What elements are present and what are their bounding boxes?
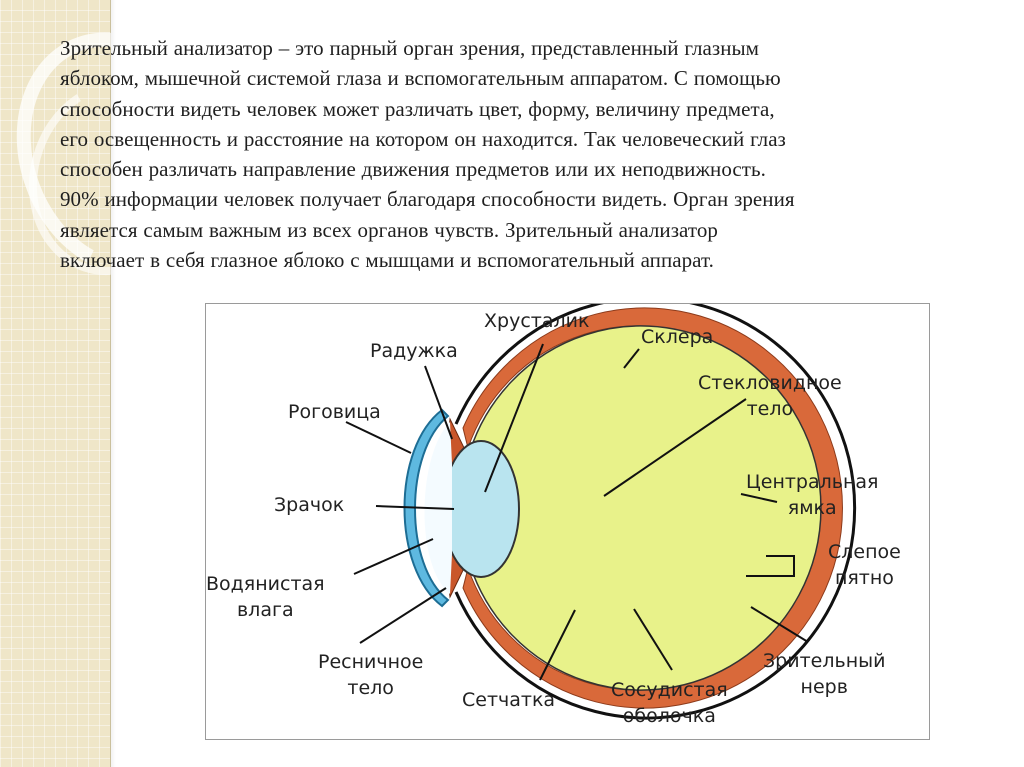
label-vitreous-body: Стекловидное тело: [698, 370, 842, 422]
side-panel-shadow: [110, 0, 116, 767]
leader-line-ciliary: [359, 587, 447, 644]
label-fovea-line2: ямка: [787, 497, 837, 519]
paragraph-line: Зрительный анализатор – это парный орган…: [60, 36, 760, 60]
leader-line-vitreous: [603, 398, 747, 497]
label-aqueous-humor: Водянистая влага: [206, 571, 325, 623]
label-choroid-line2: оболочка: [622, 705, 716, 727]
description-paragraph: Зрительный анализатор – это парный орган…: [60, 33, 960, 275]
leader-line-lens: [484, 343, 544, 493]
label-choroid-line1: Сосудистая: [611, 679, 728, 701]
label-iris: Радужка: [370, 340, 458, 362]
leader-line-aqueous: [353, 538, 434, 575]
label-sclera: Склера: [641, 326, 714, 348]
leader-line-cornea: [345, 421, 412, 454]
paragraph-line: включает в себя глазное яблоко с мышцами…: [60, 248, 714, 273]
label-blind-spot-line2: пятно: [834, 567, 894, 589]
label-pupil: Зрачок: [274, 494, 345, 516]
label-ciliary-line1: Ресничное: [318, 651, 424, 673]
leader-line-iris: [424, 365, 453, 440]
eye-diagram: Хрусталик Склера Радужка Стекловидное те…: [205, 303, 930, 740]
leader-line-blind-spot: [746, 555, 795, 577]
label-fovea: Центральная ямка: [746, 469, 878, 521]
label-choroid: Сосудистая оболочка: [611, 677, 728, 729]
label-cornea: Роговица: [288, 401, 381, 423]
paragraph-line: яблоком, мышечной системой глаза и вспом…: [60, 66, 781, 91]
eye-diagram-drawing: [345, 304, 857, 720]
leader-line-fovea: [740, 493, 778, 503]
label-blind-spot: Слепое пятно: [828, 539, 901, 591]
label-aqueous-line2: влага: [236, 599, 294, 621]
leader-line-pupil: [375, 505, 455, 510]
leader-lines: [345, 343, 809, 681]
label-optic-nerve-line2: нерв: [800, 676, 848, 698]
label-vitreous-line2: тело: [746, 398, 794, 420]
leader-line-choroid: [633, 608, 673, 671]
paragraph-line: 90% информации человек получает благодар…: [60, 187, 795, 212]
label-optic-nerve-line1: Зрительный: [763, 650, 886, 672]
lens: [442, 440, 520, 578]
leader-line-sclera: [623, 348, 640, 369]
label-aqueous-line1: Водянистая: [206, 573, 325, 595]
paragraph-line: его освещенность и расстояние на котором…: [60, 126, 786, 151]
paragraph-line: способен различать направление движения …: [60, 157, 766, 182]
label-optic-nerve: Зрительный нерв: [763, 648, 885, 700]
leader-line-optic-nerve: [750, 606, 809, 643]
label-retina: Сетчатка: [462, 689, 556, 711]
cornea: [403, 408, 450, 608]
label-ciliary-line2: тело: [347, 677, 394, 699]
paragraph-line: способности видеть человек может различа…: [60, 96, 775, 121]
label-vitreous-line1: Стекловидное: [698, 372, 842, 394]
leader-line-retina: [539, 609, 576, 681]
label-blind-spot-line1: Слепое: [828, 541, 901, 563]
decorative-side-panel: [0, 0, 255, 767]
label-fovea-line1: Центральная: [746, 471, 879, 493]
label-ciliary-body: Ресничное тело: [318, 649, 423, 701]
paragraph-line: является самым важным из всех органов чу…: [60, 217, 718, 242]
vitreous-body: [469, 325, 822, 691]
label-lens: Хрусталик: [484, 310, 590, 332]
